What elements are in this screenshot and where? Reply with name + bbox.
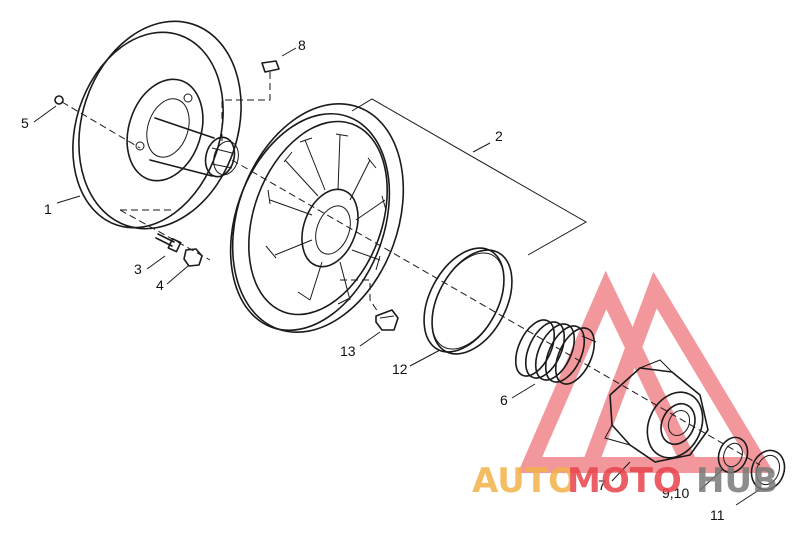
callout-5: 5 [21,115,29,131]
assembly-lines [61,72,761,466]
movable-sheave-assembly [229,102,405,334]
washer [717,436,749,474]
small-screw [54,95,64,105]
callout-12: 12 [392,361,408,377]
callout-8: 8 [298,37,306,53]
callout-2: 2 [495,128,503,144]
shaft-key [261,60,280,73]
callout-9-10: 9,10 [662,485,689,501]
watermark-word-moto: MOTO [567,461,682,501]
nut [183,248,203,267]
callout-11: 11 [710,507,725,523]
bolt [155,233,182,253]
callout-3: 3 [134,261,142,277]
cam-housing [604,359,709,463]
callout-4: 4 [156,277,164,293]
leader-lines [33,47,763,506]
callout-13: 13 [340,343,356,359]
callout-7: 7 [598,477,606,493]
watermark-logo [517,270,775,473]
bushing-ring [423,247,513,355]
watermark-word-auto: AUTO [472,461,577,501]
fixed-sheave-disc [72,20,242,230]
callout-6: 6 [500,392,508,408]
watermark-wordmark: AUTO MOTO HUB [472,461,778,501]
group-bracket [351,98,588,256]
ramp-button [375,309,399,331]
watermark-word-hub: HUB [696,461,778,501]
callout-1: 1 [44,201,52,217]
